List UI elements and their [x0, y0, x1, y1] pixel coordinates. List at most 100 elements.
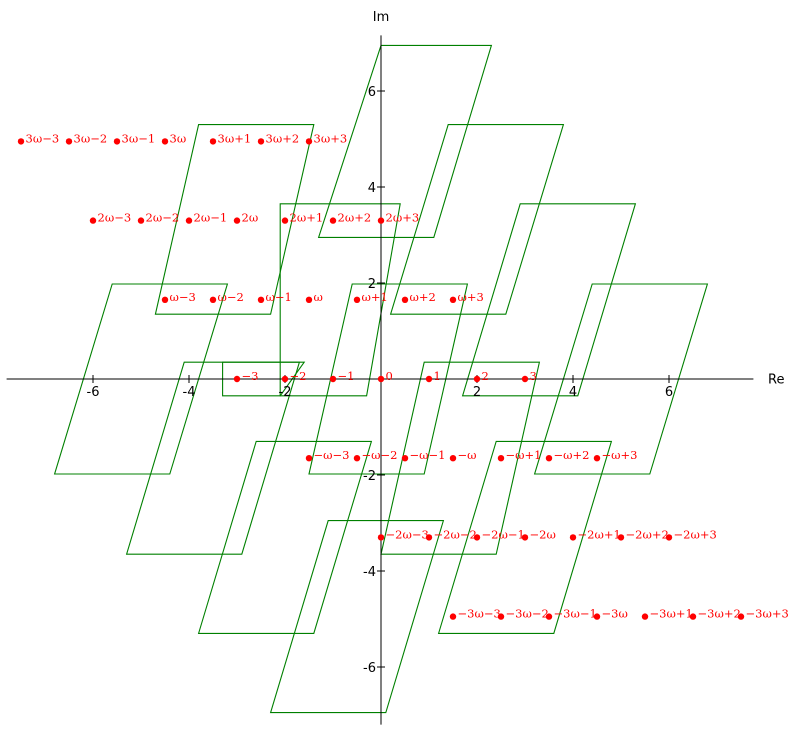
- lattice-point-label: −ω: [458, 448, 477, 462]
- fundamental-domain-parallelogram: [53, 283, 229, 475]
- lattice-point-label: −2ω−2: [434, 527, 477, 541]
- lattice-point: [161, 138, 169, 145]
- fundamental-domain-parallelogram: [461, 203, 637, 397]
- y-tick-label: 6: [368, 85, 376, 100]
- lattice-point: [737, 613, 745, 620]
- lattice-point: [401, 455, 409, 462]
- lattice-point-label: 3ω+3: [314, 131, 348, 145]
- fundamental-domain-parallelogram: [533, 283, 709, 475]
- lattice-point-label: −3ω+3: [746, 607, 789, 621]
- lattice-point: [377, 217, 385, 224]
- lattice-point: [113, 138, 121, 145]
- x-tick-label: 4: [569, 385, 577, 400]
- x-axis-label: Re: [768, 373, 784, 388]
- lattice-point-label: ω: [314, 290, 323, 304]
- lattice-point: [377, 534, 385, 541]
- lattice-point: [65, 138, 73, 145]
- lattice-point-label: 3ω: [170, 131, 187, 145]
- lattice-point: [209, 296, 217, 303]
- lattice-point: [257, 138, 265, 145]
- lattice-point-label: −2ω+3: [674, 527, 717, 541]
- lattice-point-label: −ω+2: [554, 448, 590, 462]
- lattice-point-label: 2: [482, 369, 489, 383]
- lattice-point-label: ω−2: [218, 290, 244, 304]
- lattice-point-label: −ω−1: [410, 448, 446, 462]
- lattice-point-label: −ω−3: [314, 448, 350, 462]
- lattice-point: [305, 455, 313, 462]
- fundamental-domain-parallelogram: [279, 203, 401, 397]
- lattice-point-label: ω+3: [458, 290, 484, 304]
- y-tick-label: 4: [368, 181, 376, 196]
- lattice-point-label: 3ω−3: [26, 131, 60, 145]
- lattice-point: [377, 375, 385, 383]
- lattice-point: [353, 455, 361, 462]
- lattice-point: [521, 375, 529, 383]
- lattice-point: [89, 217, 97, 224]
- parallelogram-layer: [53, 44, 709, 714]
- y-tick-label: 2: [368, 277, 376, 292]
- lattice-point: [185, 217, 193, 224]
- lattice-point: [689, 613, 697, 620]
- lattice-point-label: 2ω−2: [146, 211, 180, 225]
- lattice-point-label: −ω−2: [362, 448, 398, 462]
- lattice-point: [257, 296, 265, 303]
- lattice-point: [329, 217, 337, 224]
- lattice-point: [497, 455, 505, 462]
- lattice-point: [545, 455, 553, 462]
- lattice-point-label: 3ω−2: [74, 131, 108, 145]
- x-tick-label: -2: [279, 385, 292, 400]
- x-tick-label: -4: [183, 385, 196, 400]
- lattice-point-label: −3ω: [602, 607, 628, 621]
- fundamental-domain-parallelogram: [317, 44, 493, 238]
- lattice-point-label: 1: [434, 369, 441, 383]
- lattice-point-label: −2ω: [530, 527, 556, 541]
- lattice-point: [593, 613, 601, 620]
- lattice-point: [449, 613, 457, 620]
- lattice-point-label: −2ω−3: [386, 527, 429, 541]
- lattice-point-label: −3: [242, 369, 259, 383]
- lattice-point-label: 3ω−1: [122, 131, 156, 145]
- lattice-point: [665, 534, 673, 541]
- fundamental-domain-parallelogram: [437, 440, 613, 634]
- lattice-point: [281, 375, 289, 383]
- lattice-point-label: 2ω+1: [290, 211, 324, 225]
- lattice-point-label: −2: [290, 369, 307, 383]
- lattice-point-label: −1: [338, 369, 355, 383]
- lattice-point: [161, 296, 169, 303]
- lattice-point-label: 2ω+3: [386, 211, 420, 225]
- y-tick-label: -4: [363, 565, 376, 580]
- fundamental-domain-parallelogram: [197, 440, 373, 634]
- lattice-point-label: −3ω+2: [698, 607, 741, 621]
- lattice-point: [281, 217, 289, 224]
- lattice-point: [449, 455, 457, 462]
- lattice-point-label: ω+1: [362, 290, 388, 304]
- lattice-point: [17, 138, 25, 145]
- fundamental-domain-parallelogram: [269, 520, 445, 714]
- lattice-point: [425, 534, 433, 541]
- lattice-point-label: 2ω−1: [194, 211, 228, 225]
- y-tick-label: -2: [363, 469, 376, 484]
- lattice-point: [569, 534, 577, 541]
- fundamental-domain-parallelogram: [154, 124, 315, 315]
- lattice-point-label: 2ω: [242, 211, 259, 225]
- y-axis-label: Im: [373, 10, 390, 25]
- lattice-point: [617, 534, 625, 541]
- x-tick-label: -6: [87, 385, 100, 400]
- lattice-point: [233, 217, 241, 224]
- lattice-point: [353, 296, 361, 303]
- x-tick-label: 2: [473, 385, 481, 400]
- x-tick-label: 6: [665, 385, 673, 400]
- lattice-point: [497, 613, 505, 620]
- lattice-point: [233, 375, 241, 383]
- lattice-point: [449, 296, 457, 303]
- lattice-point: [593, 455, 601, 462]
- lattice-point-label: −2ω−1: [482, 527, 525, 541]
- lattice-point-label: −2ω+1: [578, 527, 621, 541]
- y-tick-label: -6: [363, 661, 376, 676]
- lattice-point: [521, 534, 529, 541]
- lattice-point: [305, 296, 313, 303]
- lattice-point: [305, 138, 313, 145]
- lattice-point-label: −3ω−1: [554, 607, 597, 621]
- lattice-point-label: −3ω+1: [650, 607, 693, 621]
